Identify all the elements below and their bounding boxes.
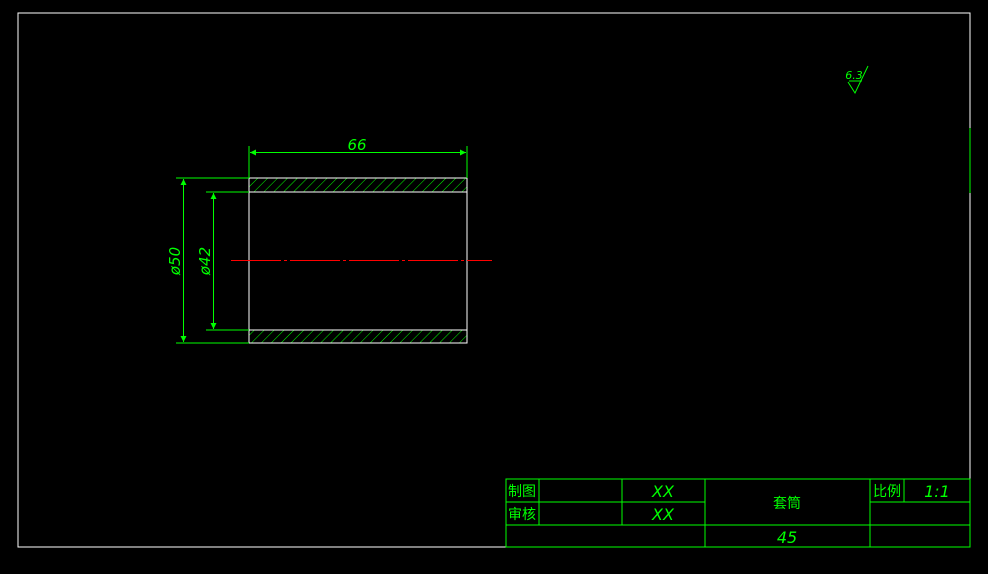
sleeve-section-view [231, 177, 492, 344]
inner-diameter-dimension: ø42 [196, 191, 249, 331]
part-name: 套筒 [773, 495, 801, 512]
surface-roughness-symbol: 6.3 [845, 65, 869, 95]
top-wall-hatch [248, 177, 468, 193]
scale-value: 1:1 [924, 482, 950, 501]
title-block: 制图 XX 审核 XX 套筒 比例 1:1 45 [505, 478, 971, 548]
outer-diameter-text: ø50 [166, 247, 184, 276]
length-dimension-text: 66 [347, 136, 366, 154]
checked-by-label: 审核 [508, 507, 536, 523]
outer-diameter-dimension: ø50 [166, 177, 249, 344]
drawn-by-value: XX [651, 482, 675, 501]
checked-by-value: XX [651, 505, 675, 524]
material-value: 45 [777, 528, 797, 547]
inner-diameter-text: ø42 [196, 247, 214, 276]
drawing-border [17, 12, 971, 548]
roughness-value: 6.3 [845, 69, 863, 82]
length-dimension: 66 [248, 136, 468, 178]
scale-label: 比例 [873, 484, 901, 500]
drawn-by-label: 制图 [508, 484, 536, 500]
bottom-wall-hatch [248, 329, 468, 344]
